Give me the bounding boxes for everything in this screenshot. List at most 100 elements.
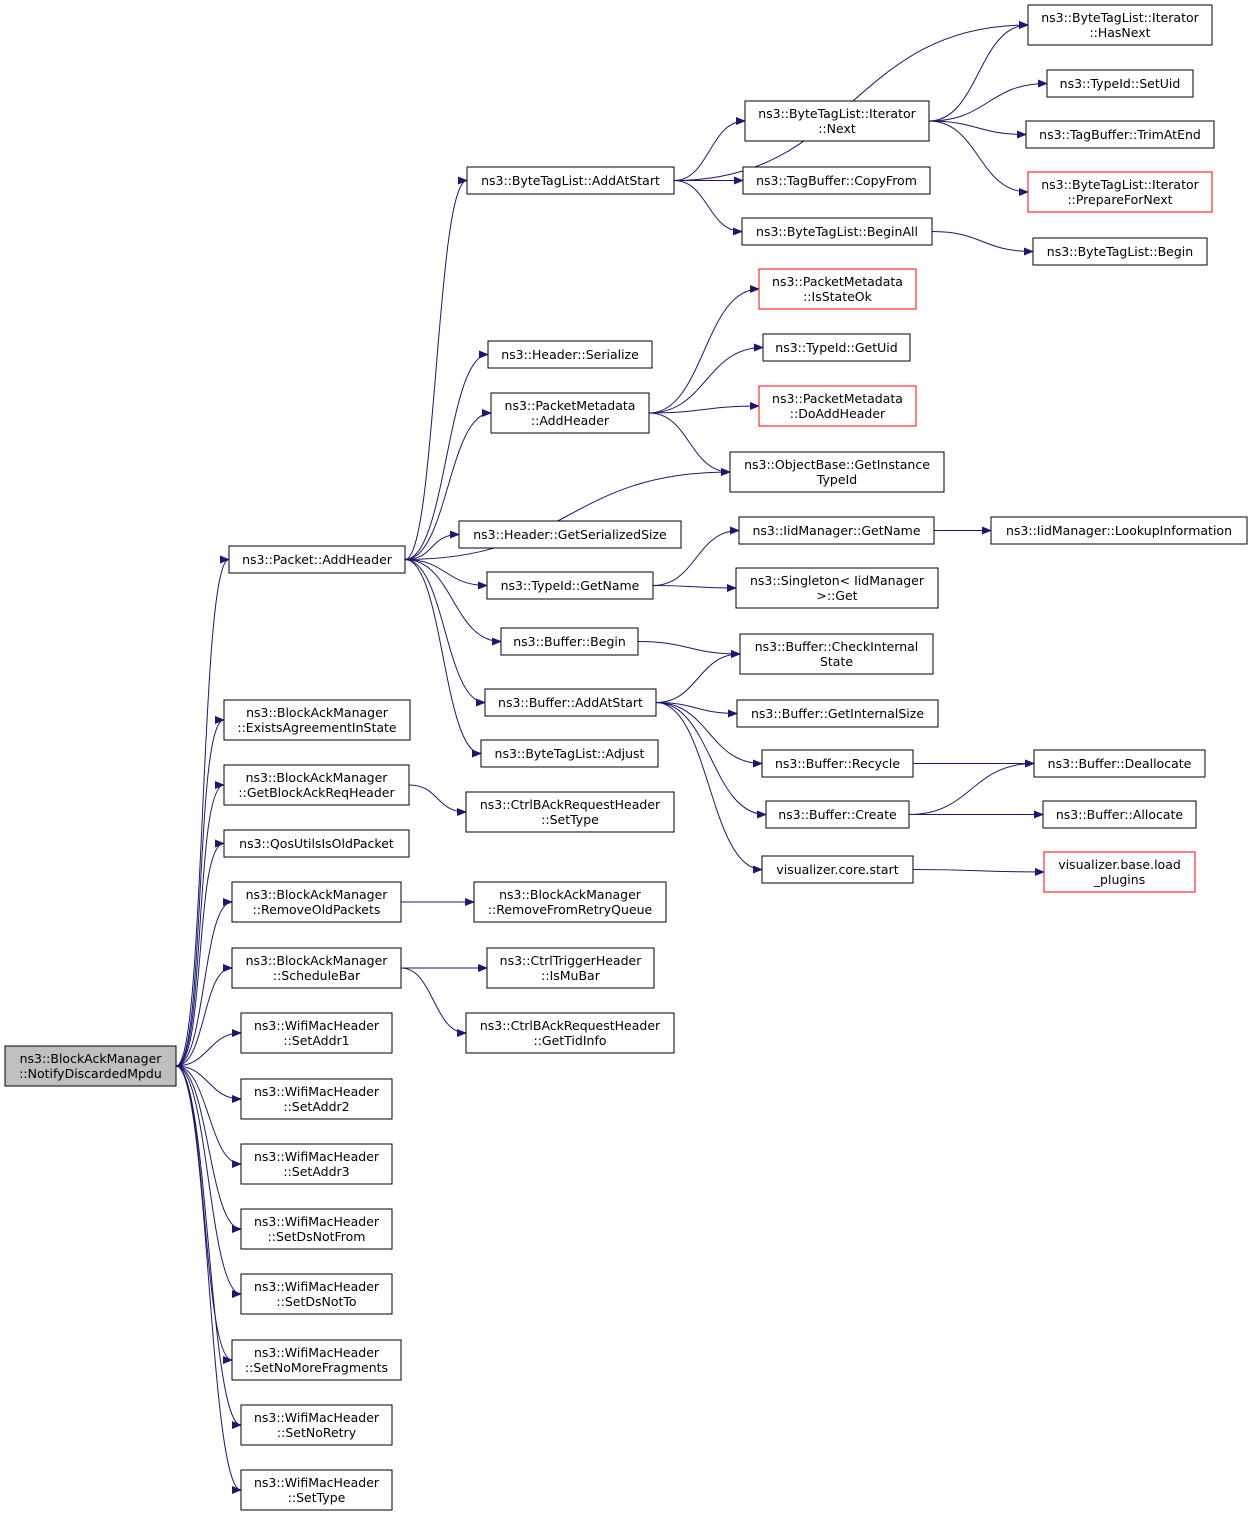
node-buf_getinternalsize[interactable]: ns3::Buffer::GetInternalSize — [736, 699, 939, 728]
node-label: ::DoAddHeader — [790, 406, 886, 421]
node-viz_core_start[interactable]: visualizer.core.start — [761, 855, 914, 884]
node-btli_hasnext[interactable]: ns3::ByteTagList::Iterator::HasNext — [1027, 4, 1213, 46]
node-box — [240, 1404, 393, 1446]
node-label: ns3::WifiMacHeader — [254, 1345, 380, 1360]
node-hdr_getsize[interactable]: ns3::Header::GetSerializedSize — [458, 520, 682, 549]
node-box — [240, 1078, 393, 1120]
node-bam_removeold[interactable]: ns3::BlockAckManager::RemoveOldPackets — [231, 881, 402, 923]
node-tid_getname[interactable]: ns3::TypeId::GetName — [486, 571, 654, 600]
node-cbar_settype[interactable]: ns3::CtrlBAckRequestHeader::SetType — [465, 791, 675, 833]
node-wmh_noretry[interactable]: ns3::WifiMacHeader::SetNoRetry — [240, 1404, 393, 1446]
node-label: ::HasNext — [1089, 25, 1150, 40]
node-pm_doaddheader[interactable]: ns3::PacketMetadata::DoAddHeader — [758, 385, 917, 427]
node-bam_getbar[interactable]: ns3::BlockAckManager::GetBlockAckReqHead… — [223, 764, 410, 806]
node-hdr_serialize[interactable]: ns3::Header::Serialize — [487, 340, 653, 369]
node-viz_base_load[interactable]: visualizer.base.load_plugins — [1043, 851, 1196, 893]
node-label: ns3::CtrlBAckRequestHeader — [480, 797, 661, 812]
node-wmh_nomorefrag[interactable]: ns3::WifiMacHeader::SetNoMoreFragments — [231, 1339, 402, 1381]
node-wmh_dsnotfrom[interactable]: ns3::WifiMacHeader::SetDsNotFrom — [240, 1208, 393, 1250]
node-label: ::SetType — [288, 1490, 346, 1505]
node-btli_prepare[interactable]: ns3::ByteTagList::Iterator::PrepareForNe… — [1027, 171, 1213, 213]
edge-root-to-wmh_dsnotfrom — [175, 1065, 242, 1233]
node-box — [465, 1012, 675, 1054]
node-pkt_addheader[interactable]: ns3::Packet::AddHeader — [228, 545, 406, 574]
edge-pkt_addheader-to-hdr_serialize — [404, 350, 489, 560]
node-cbar_gettid[interactable]: ns3::CtrlBAckRequestHeader::GetTidInfo — [465, 1012, 675, 1054]
node-buf_deallocate[interactable]: ns3::Buffer::Deallocate — [1033, 749, 1206, 778]
node-box — [758, 385, 917, 427]
node-bam_schedbar[interactable]: ns3::BlockAckManager::ScheduleBar — [231, 947, 402, 989]
node-singleton_get[interactable]: ns3::Singleton< IidManager>::Get — [735, 567, 939, 609]
edge-root-to-wmh_addr2 — [175, 1065, 242, 1103]
node-label: ::ScheduleBar — [273, 968, 361, 983]
node-label: ns3::WifiMacHeader — [254, 1018, 380, 1033]
node-buf_addatstart[interactable]: ns3::Buffer::AddAtStart — [484, 688, 657, 717]
node-label: ns3::Buffer::CheckInternal — [755, 639, 919, 654]
edge-btli_next-to-btli_prepare — [928, 120, 1029, 196]
node-btl_beginall[interactable]: ns3::ByteTagList::BeginAll — [741, 217, 933, 246]
node-qos_old[interactable]: ns3::QosUtilsIsOldPacket — [223, 829, 410, 858]
node-pm_isstateok[interactable]: ns3::PacketMetadata::IsStateOk — [758, 268, 917, 310]
edge-btl_addatstart-to-btl_beginall — [673, 180, 743, 236]
node-wmh_addr2[interactable]: ns3::WifiMacHeader::SetAddr2 — [240, 1078, 393, 1120]
node-tb_trimatend[interactable]: ns3::TagBuffer::TrimAtEnd — [1025, 120, 1215, 149]
node-box — [240, 1273, 393, 1315]
node-box — [742, 166, 931, 195]
edge-pkt_addheader-to-btl_adjust — [404, 559, 482, 758]
edge-pm_addheader-to-tid_getuid — [648, 343, 764, 414]
node-buf_create[interactable]: ns3::Buffer::Create — [765, 800, 910, 829]
node-btl_begin[interactable]: ns3::ByteTagList::Begin — [1032, 237, 1208, 266]
node-label: TypeId — [816, 472, 857, 487]
node-btl_addatstart[interactable]: ns3::ByteTagList::AddAtStart — [466, 166, 675, 195]
node-wmh_settype[interactable]: ns3::WifiMacHeader::SetType — [240, 1469, 393, 1511]
node-label: ns3::TypeId::GetUid — [775, 340, 897, 355]
node-label: ::SetNoRetry — [277, 1425, 357, 1440]
edge-bam_schedbar-to-cbar_gettid — [400, 967, 467, 1037]
node-ctrig_ismubar[interactable]: ns3::CtrlTriggerHeader::IsMuBar — [486, 947, 655, 989]
node-buf_begin[interactable]: ns3::Buffer::Begin — [500, 627, 639, 656]
node-label: ::IsStateOk — [803, 289, 873, 304]
node-tid_getuid[interactable]: ns3::TypeId::GetUid — [762, 333, 911, 362]
node-label: ns3::CtrlTriggerHeader — [500, 953, 643, 968]
node-box — [486, 947, 655, 989]
node-label: ns3::WifiMacHeader — [254, 1279, 380, 1294]
node-bam_exists[interactable]: ns3::BlockAckManager::ExistsAgreementInS… — [223, 699, 411, 741]
node-label: ::AddHeader — [531, 413, 610, 428]
node-label: ns3::TagBuffer::CopyFrom — [756, 173, 917, 188]
node-label: ns3::QosUtilsIsOldPacket — [239, 836, 394, 851]
node-iid_getname[interactable]: ns3::IidManager::GetName — [738, 516, 935, 545]
edge-root-to-bam_getbar — [175, 781, 225, 1067]
edge-viz_core_start-to-viz_base_load — [912, 867, 1045, 876]
node-label: ns3::BlockAckManager — [499, 887, 642, 902]
node-label: ::IsMuBar — [541, 968, 601, 983]
node-pm_addheader[interactable]: ns3::PacketMetadata::AddHeader — [490, 392, 650, 434]
node-box — [458, 520, 682, 549]
node-bam_removeretry[interactable]: ns3::BlockAckManager::RemoveFromRetryQue… — [473, 881, 667, 923]
node-btli_next[interactable]: ns3::ByteTagList::Iterator::Next — [744, 100, 930, 142]
edge-bam_getbar-to-cbar_settype — [408, 784, 467, 816]
edge-pm_addheader-to-ob_getinstancetid — [648, 412, 731, 476]
node-box — [487, 340, 653, 369]
node-root[interactable]: ns3::BlockAckManager::NotifyDiscardedMpd… — [4, 1045, 177, 1087]
node-wmh_addr1[interactable]: ns3::WifiMacHeader::SetAddr1 — [240, 1012, 393, 1054]
node-btl_adjust[interactable]: ns3::ByteTagList::Adjust — [480, 739, 659, 768]
nodes-layer: ns3::BlockAckManager::NotifyDiscardedMpd… — [4, 4, 1248, 1511]
node-wmh_addr3[interactable]: ns3::WifiMacHeader::SetAddr3 — [240, 1143, 393, 1185]
edge-btl_addatstart-to-btli_next — [673, 117, 746, 181]
node-box — [1032, 237, 1208, 266]
node-label: ns3::IidManager::LookupInformation — [1006, 523, 1232, 538]
node-wmh_dsnotto[interactable]: ns3::WifiMacHeader::SetDsNotTo — [240, 1273, 393, 1315]
node-label: ns3::ByteTagList::Iterator — [1041, 177, 1199, 192]
node-tid_setuid[interactable]: ns3::TypeId::SetUid — [1046, 69, 1194, 98]
node-buf_allocate[interactable]: ns3::Buffer::Allocate — [1042, 800, 1197, 829]
node-buf_recycle[interactable]: ns3::Buffer::Recycle — [761, 749, 914, 778]
node-iid_lookup[interactable]: ns3::IidManager::LookupInformation — [990, 516, 1248, 545]
node-tb_copyfrom[interactable]: ns3::TagBuffer::CopyFrom — [742, 166, 931, 195]
node-label: >::Get — [816, 588, 857, 603]
node-box — [761, 855, 914, 884]
edge-btli_next-to-tb_trimatend — [928, 120, 1027, 139]
node-label: ::GetTidInfo — [533, 1033, 606, 1048]
